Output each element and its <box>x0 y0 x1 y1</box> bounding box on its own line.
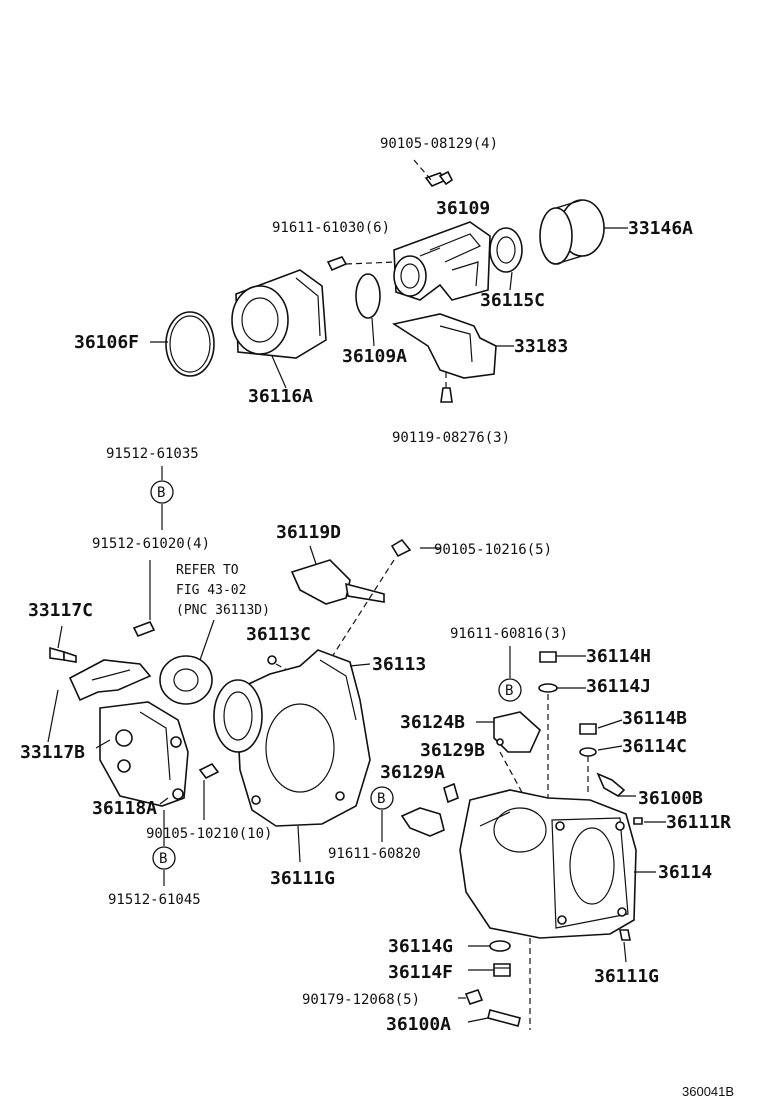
label-36109: 36109 <box>436 198 490 219</box>
label-36114C: 36114C <box>622 736 687 757</box>
callout-b-bottom-left-marker <box>152 810 176 886</box>
bolt-91512-61020-part <box>132 560 156 638</box>
label-36113C: 36113C <box>246 624 311 645</box>
refer-note-line1: REFER TO <box>176 563 239 578</box>
refer-note-line2: FIG 43-02 <box>176 583 246 598</box>
plug-36113C-part <box>267 655 277 665</box>
plug-36114B-part <box>579 723 597 735</box>
bolt-36100A-part <box>487 1009 521 1027</box>
callout-b-middle-letter: B <box>377 791 385 807</box>
bolt-33117C-part <box>49 625 77 663</box>
housing-36113-part <box>213 649 371 827</box>
callout-b-right-marker <box>498 646 522 702</box>
cover-36124B-part <box>493 711 541 797</box>
label-36115C: 36115C <box>480 290 545 311</box>
label-91512-61035: 91512-61035 <box>106 446 199 462</box>
label-36129B: 36129B <box>420 740 485 761</box>
label-90105-10216: 90105-10216(5) <box>434 542 552 558</box>
label-36100A: 36100A <box>386 1014 451 1035</box>
label-36114: 36114 <box>658 862 712 883</box>
label-91512-61020: 91512-61020(4) <box>92 536 210 552</box>
label-36116A: 36116A <box>248 386 313 407</box>
mount-33183-part <box>391 313 497 388</box>
label-36114H: 36114H <box>586 646 651 667</box>
callout-b-top-marker <box>150 466 174 530</box>
housing-36114-part <box>459 789 637 939</box>
callout-b-top-letter: B <box>157 485 165 501</box>
label-36111G-left: 36111G <box>270 868 335 889</box>
label-36114B: 36114B <box>622 708 687 729</box>
label-36114J: 36114J <box>586 676 651 697</box>
callout-b-right-letter: B <box>505 683 513 699</box>
bolt-36100B-part <box>596 772 626 797</box>
bolt-90119-08276-part <box>440 387 453 403</box>
label-leaders <box>95 227 666 1023</box>
label-36106F: 36106F <box>74 332 139 353</box>
bolt-90105-10216-part <box>329 538 412 661</box>
label-36113: 36113 <box>372 654 426 675</box>
leader-36111g-left <box>297 825 301 863</box>
gasket-36114G-part <box>489 940 511 952</box>
label-36114G: 36114G <box>388 936 453 957</box>
o-ring-36106F-inner <box>169 315 211 373</box>
label-36111G-right: 36111G <box>594 966 659 987</box>
label-90105-10210: 90105-10210(10) <box>146 826 272 842</box>
label-33117C: 33117C <box>28 600 93 621</box>
label-36124B: 36124B <box>400 712 465 733</box>
bolt-90105-10210-part <box>198 762 220 820</box>
label-91611-60820: 91611-60820 <box>328 846 421 862</box>
label-90105-08129: 90105-08129(4) <box>380 136 498 152</box>
plug-36114F-part <box>493 963 511 977</box>
bushing-33146A-part <box>539 199 605 265</box>
bracket-36129A-part <box>400 782 459 837</box>
label-36118A: 36118A <box>92 798 157 819</box>
bolt-90179-12068-part <box>464 989 484 1005</box>
label-36114F: 36114F <box>388 962 453 983</box>
label-33146A: 33146A <box>628 218 693 239</box>
callout-b-bottom-left-letter: B <box>159 851 167 867</box>
label-90119-08276: 90119-08276(3) <box>392 430 510 446</box>
plug-36114H-part <box>539 651 557 663</box>
pin-36111R-part <box>633 817 643 825</box>
gasket-36114J-part <box>538 683 558 693</box>
label-90179-12068: 90179-12068(5) <box>302 992 420 1008</box>
label-36100B: 36100B <box>638 788 703 809</box>
label-33117B: 33117B <box>20 742 85 763</box>
o-ring-36106F-part <box>165 311 215 377</box>
bracket-36119D-part <box>290 545 385 605</box>
case-36118A-part <box>99 701 189 807</box>
pin-36111G-right-part <box>619 929 631 941</box>
bearing-36113D-part <box>159 619 215 705</box>
extension-housing-36109-part <box>393 221 491 301</box>
label-36129A: 36129A <box>380 762 445 783</box>
oil-seal-36115C-part <box>489 227 523 273</box>
bolt-91611-61030-part <box>326 256 397 272</box>
label-36119D: 36119D <box>276 522 341 543</box>
bracket-33117B-part <box>47 659 152 743</box>
label-36109A: 36109A <box>342 346 407 367</box>
figure-code: 360041B <box>682 1084 734 1099</box>
label-36111R: 36111R <box>666 812 731 833</box>
label-91611-61030: 91611-61030(6) <box>272 220 390 236</box>
adapter-36116A-part <box>231 269 327 359</box>
o-ring-36109A-part <box>355 273 381 319</box>
bolt-90105-08129-part <box>413 159 454 187</box>
callout-b-middle-marker <box>370 786 394 842</box>
gasket-36114C-part <box>579 747 597 757</box>
refer-note-line3: (PNC 36113D) <box>176 603 270 618</box>
label-33183: 33183 <box>514 336 568 357</box>
label-91512-61045: 91512-61045 <box>108 892 201 908</box>
label-91611-60816: 91611-60816(3) <box>450 626 568 642</box>
